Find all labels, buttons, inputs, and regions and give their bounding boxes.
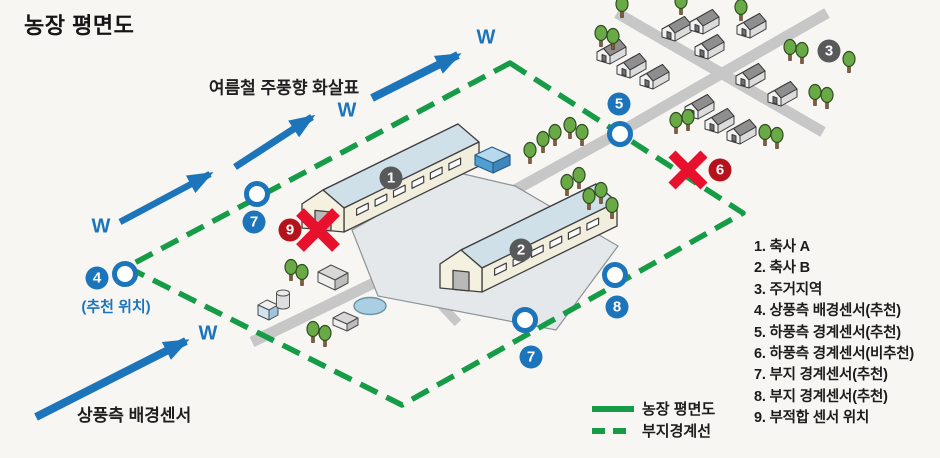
list-item-6: 6. 하풍측 경계센서(비추천)	[754, 345, 915, 362]
legend-dashed-line-swatch	[592, 428, 634, 434]
sensor-legend-list: 1. 축사 A 2. 축사 B 3. 주거지역 4. 상풍측 배경센서(추천) …	[754, 237, 914, 430]
list-item-4: 4. 상풍측 배경센서(추천)	[754, 303, 901, 320]
x-mark-9	[296, 208, 340, 252]
wind-w-label-3: W	[91, 215, 111, 238]
wind-arrow-mid	[233, 114, 316, 170]
badge-1-barn-a: 1	[379, 166, 403, 190]
wind-arrows	[34, 51, 462, 421]
sensor-circle-7a	[244, 181, 270, 207]
sensor-circle-7b	[512, 307, 538, 333]
badge-7-boundary-sensor-b: 7	[519, 345, 543, 369]
x-marks	[296, 150, 708, 252]
sensor-circle-4	[112, 261, 138, 287]
wind-arrow-low	[118, 171, 214, 225]
badge-7-boundary-sensor-a: 7	[242, 210, 266, 234]
badge-2-barn-b: 2	[509, 238, 533, 262]
list-item-5: 5. 하풍측 경계센서(추천)	[754, 324, 901, 341]
page-title: 농장 평면도	[24, 13, 135, 38]
wind-arrow-top	[370, 51, 462, 102]
wind-arrow-upwind	[34, 337, 190, 421]
wind-w-label-4: W	[198, 322, 218, 345]
list-item-7: 7. 부지 경계센서(추천)	[754, 367, 888, 384]
badge-8-boundary-sensor: 8	[605, 295, 629, 319]
legend-solid-label: 농장 평면도	[642, 401, 716, 418]
recommended-location-note: (추천 위치)	[81, 298, 151, 316]
list-item-3: 3. 주거지역	[754, 281, 823, 298]
x-mark-6	[668, 150, 708, 190]
legend-dashed-label: 부지경계선	[642, 423, 712, 440]
upwind-sensor-label: 상풍측 배경센서	[77, 406, 192, 425]
sensor-circle-5	[607, 121, 633, 147]
list-item-9: 9. 부적합 센서 위치	[754, 410, 870, 427]
wind-direction-label: 여름철 주풍향 화살표	[208, 78, 360, 98]
badge-3-residential: 3	[817, 39, 841, 63]
list-item-2: 2. 축사 B	[754, 260, 810, 277]
wind-w-label-2: W	[337, 99, 357, 122]
pond	[353, 296, 387, 316]
badge-6-not-recommended: 6	[708, 158, 732, 182]
farm-outbuildings	[257, 264, 387, 332]
badge-4-upwind-sensor: 4	[85, 266, 109, 290]
list-item-8: 8. 부지 경계센서(추천)	[754, 388, 888, 405]
badge-9-unsuitable: 9	[278, 218, 302, 242]
wind-w-label-1: W	[476, 26, 496, 49]
badge-5-downwind-sensor: 5	[607, 92, 631, 116]
sensor-circle-8	[602, 262, 628, 288]
blue-building	[474, 146, 511, 174]
legend-solid-line-swatch	[592, 406, 634, 412]
list-item-1: 1. 축사 A	[754, 239, 810, 255]
